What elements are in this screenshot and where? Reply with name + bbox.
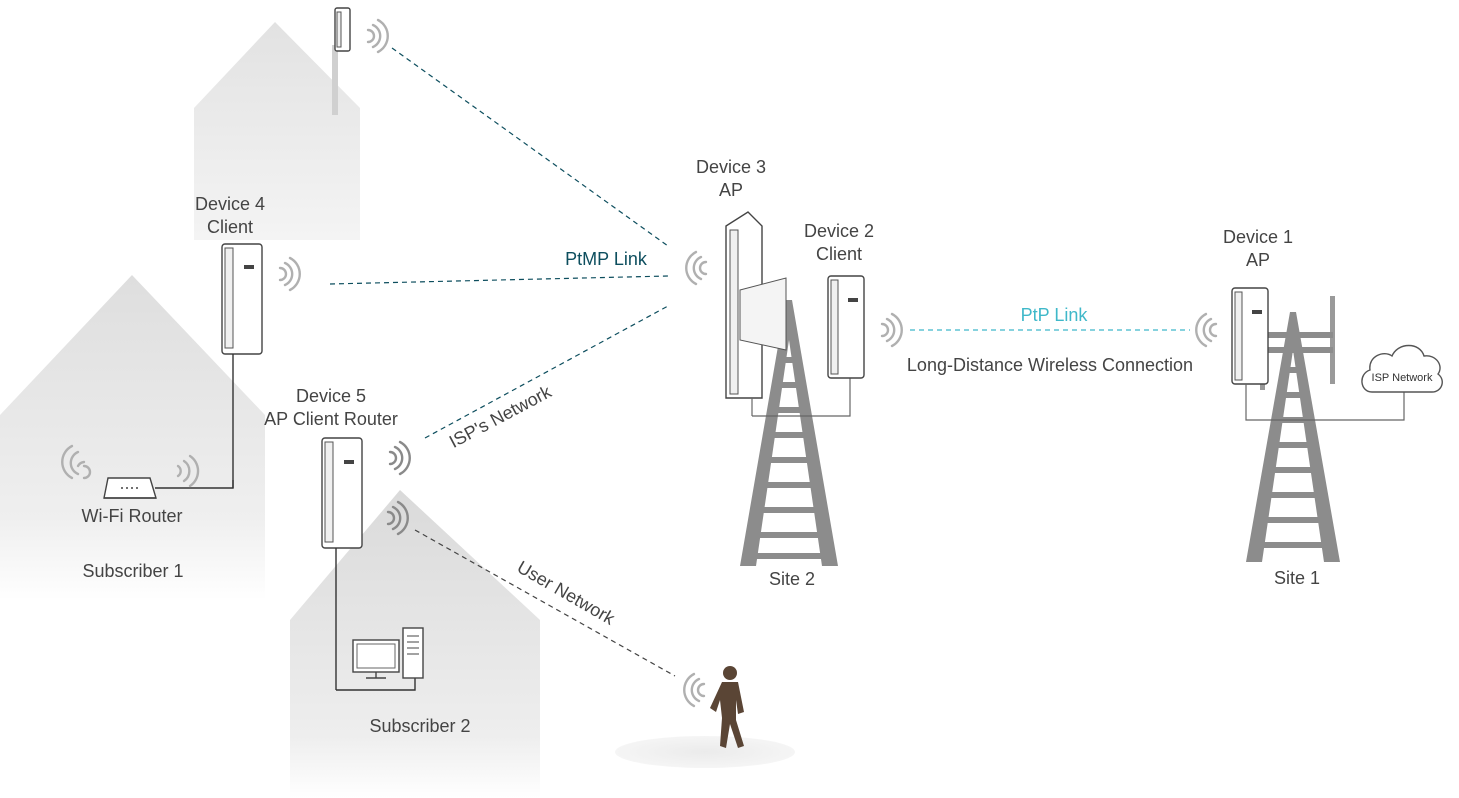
- device2-name-label: Device 2: [804, 221, 874, 241]
- wifi-signal-icon: [388, 440, 411, 476]
- device-1: [1195, 287, 1405, 421]
- device-3: [725, 211, 851, 417]
- tower-icon-site-1: [1246, 296, 1340, 562]
- wifi-signal-icon: [386, 500, 409, 536]
- top-house-device: [334, 7, 389, 54]
- wifi-signal-icon: [61, 444, 92, 480]
- site2-label: Site 2: [769, 569, 815, 589]
- device1-role-label: AP: [1246, 250, 1270, 270]
- computer-icon: [352, 627, 424, 679]
- cloud-icon: [1361, 344, 1443, 393]
- site1-label: Site 1: [1274, 568, 1320, 588]
- wifi-router-label: Wi-Fi Router: [81, 506, 182, 526]
- device3-role-label: AP: [719, 180, 743, 200]
- wifi-signal-icon: [683, 672, 706, 708]
- device4-name-label: Device 4: [195, 194, 265, 214]
- device5-name-label: Device 5: [296, 386, 366, 406]
- ptmp-link-device4: [329, 275, 669, 285]
- house-top: [194, 22, 360, 240]
- ptmp-link-device5: [424, 305, 669, 439]
- user-network-link: [414, 529, 676, 677]
- wifi-signal-icon: [1195, 312, 1218, 348]
- long-distance-label: Long-Distance Wireless Connection: [907, 355, 1193, 375]
- tower-icon-site-2: [740, 300, 838, 566]
- subscriber1-label: Subscriber 1: [82, 561, 183, 581]
- wifi-signal-icon: [685, 250, 708, 286]
- device2-role-label: Client: [816, 244, 862, 264]
- ptp-link-label: PtP Link: [1021, 305, 1089, 325]
- wifi-signal-icon: [176, 454, 200, 488]
- subscriber2-label: Subscriber 2: [369, 716, 470, 736]
- wifi-signal-icon: [366, 18, 389, 54]
- device-5: [321, 437, 416, 691]
- house-subscriber-1: [0, 275, 265, 600]
- wifi-signal-icon: [278, 256, 301, 292]
- router-icon: [103, 477, 157, 499]
- isp-cloud-label: ISP Network: [1372, 372, 1433, 384]
- device3-name-label: Device 3: [696, 157, 766, 177]
- person-icon: [710, 666, 744, 748]
- device4-role-label: Client: [207, 217, 253, 237]
- ptmp-link-top: [391, 47, 669, 247]
- ptmp-link-label: PtMP Link: [565, 249, 648, 269]
- ground-shadow: [615, 736, 795, 768]
- isp-network-link-label: ISP's Network: [446, 381, 556, 452]
- device1-name-label: Device 1: [1223, 227, 1293, 247]
- device5-role-label: AP Client Router: [264, 409, 398, 429]
- device-4: [155, 243, 301, 489]
- device-2: [827, 275, 903, 379]
- wifi-signal-icon: [880, 312, 903, 348]
